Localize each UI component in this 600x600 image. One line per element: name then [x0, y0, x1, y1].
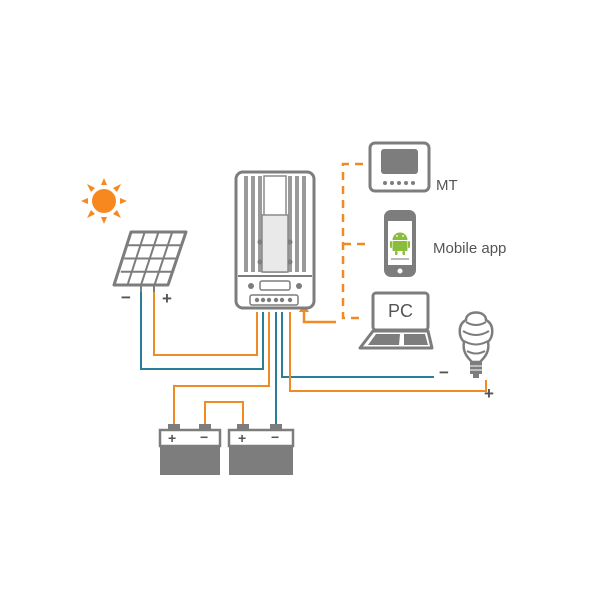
comm-line-controller: [302, 309, 336, 324]
pc-label: PC: [388, 301, 414, 321]
battery-icon: [158, 424, 222, 475]
battery-2-minus-label: −: [271, 429, 280, 445]
load-minus-label: −: [439, 363, 449, 382]
battery-1-plus-label: +: [168, 430, 177, 446]
mobile-app-label: Mobile app: [433, 240, 507, 257]
remote-meter-icon: [368, 141, 431, 193]
load-positive-wire: [289, 312, 487, 392]
panel-negative-wire: [140, 291, 264, 370]
mt-label: MT: [436, 177, 458, 194]
battery-1-minus-label: −: [200, 429, 209, 445]
sun-icon: [81, 178, 127, 224]
panel-plus-label: +: [162, 289, 172, 308]
solar-panel-icon: [112, 230, 188, 292]
battery-link-wire: [204, 401, 244, 430]
comm-line-mt-phone: [341, 162, 363, 320]
battery-icon: [227, 424, 295, 475]
load-negative-wire: [281, 312, 434, 378]
laptop-icon: [358, 291, 434, 350]
light-bulb-icon: [458, 311, 494, 378]
panel-positive-wire: [153, 291, 258, 356]
android-phone-icon: [384, 210, 416, 277]
wiring: [140, 162, 487, 430]
battery-positive-wire: [173, 312, 270, 430]
battery-2-plus-label: +: [238, 430, 247, 446]
charge-controller-icon: [234, 170, 316, 310]
load-plus-label: +: [484, 384, 494, 403]
panel-minus-label: −: [121, 288, 131, 307]
